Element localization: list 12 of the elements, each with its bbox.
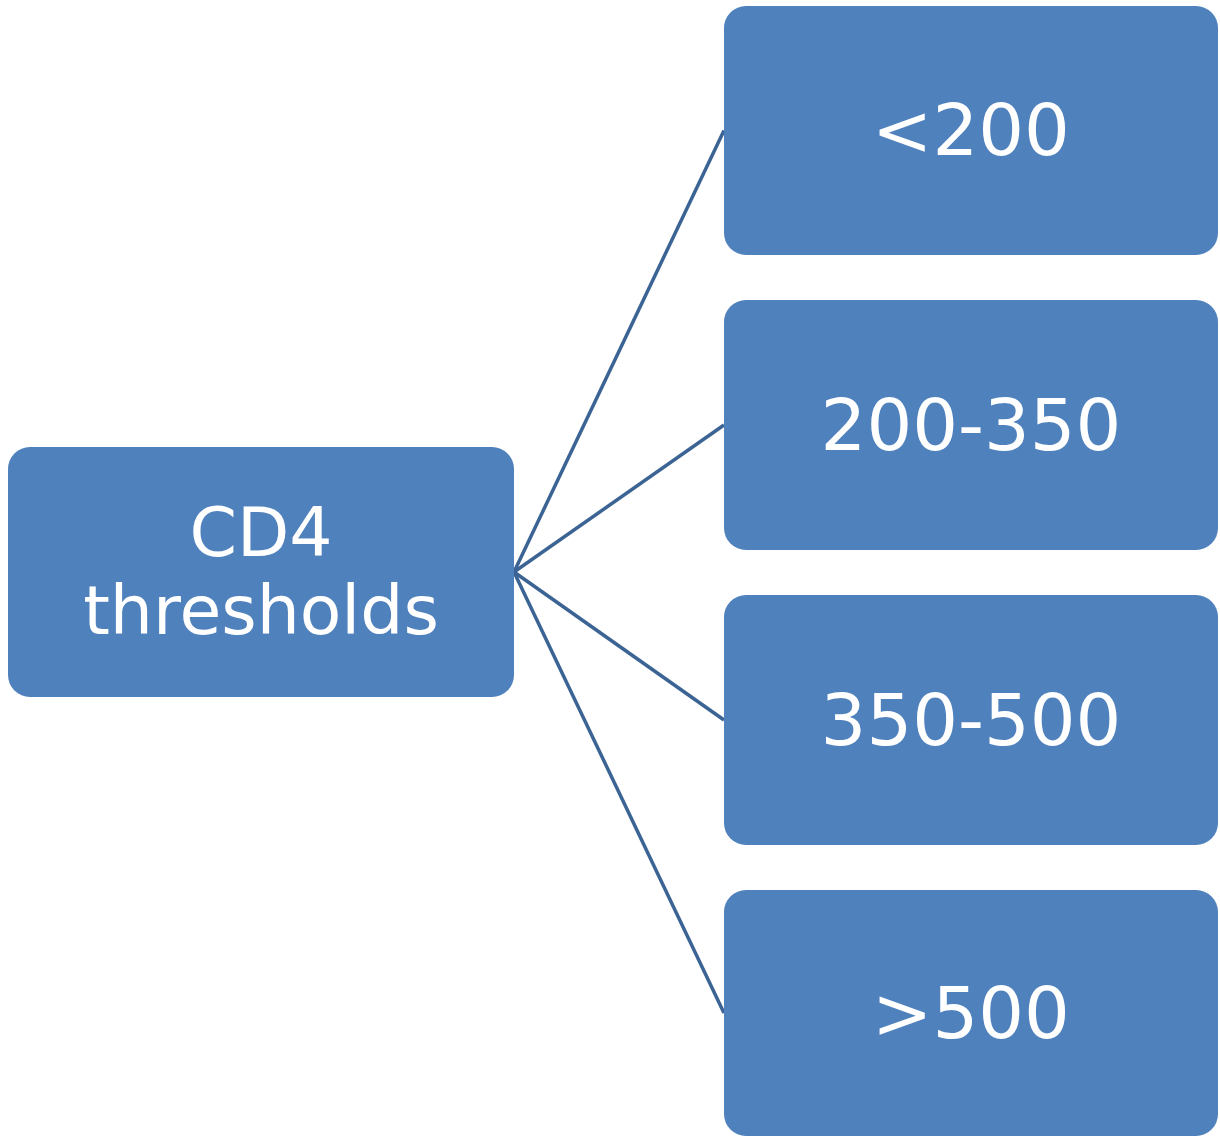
node-label: <200	[872, 89, 1070, 172]
node-label: 200-350	[820, 383, 1122, 467]
category-box	[724, 300, 1218, 550]
node-label: CD4 thresholds	[82, 493, 440, 651]
category-box	[724, 6, 1218, 255]
root-box	[8, 447, 514, 697]
category-box	[724, 595, 1218, 845]
connector-line	[513, 570, 725, 722]
connector-line	[513, 423, 725, 574]
node-label: >500	[872, 971, 1070, 1055]
node-label: 350-500	[820, 678, 1122, 762]
category-box	[724, 890, 1218, 1136]
